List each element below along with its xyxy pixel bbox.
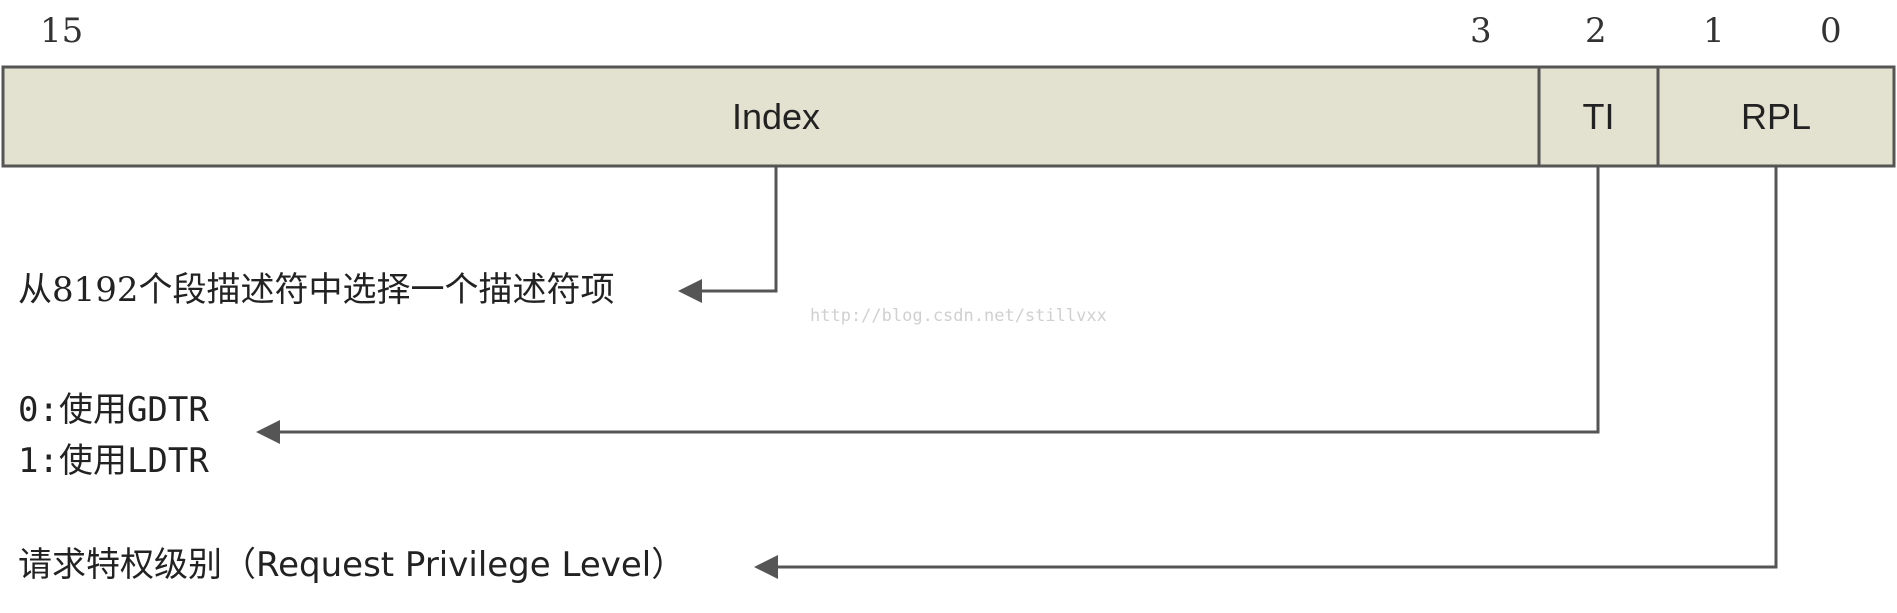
watermark-text: http://blog.csdn.net/stillvxx — [810, 306, 1107, 326]
index-arrowhead — [678, 279, 702, 303]
ti-field-box — [1537, 65, 1660, 168]
rpl-connector-line — [774, 166, 1778, 569]
rpl-field-label: RPL — [1740, 95, 1812, 137]
index-field-box — [1, 65, 1541, 168]
bit-label-0: 0 — [1820, 11, 1842, 51]
bit-label-2: 2 — [1585, 11, 1607, 51]
bit-label-15: 15 — [40, 11, 84, 51]
ti-field-label: TI — [1582, 95, 1615, 137]
bit-label-1: 1 — [1703, 11, 1725, 51]
ti-arrowhead — [256, 420, 280, 444]
ti-description-ldtr: 1:使用LDTR — [18, 441, 209, 481]
ti-description-gdtr: 0:使用GDTR — [18, 390, 209, 430]
rpl-description: 请求特权级别（Request Privilege Level） — [18, 545, 686, 585]
index-description: 从8192个段描述符中选择一个描述符项 — [18, 270, 615, 310]
index-connector-line — [698, 166, 778, 293]
rpl-field-box — [1656, 65, 1896, 168]
ti-connector-line — [276, 166, 1600, 434]
index-field-label: Index — [731, 95, 821, 137]
rpl-arrowhead — [754, 555, 778, 579]
bit-label-3: 3 — [1470, 11, 1492, 51]
